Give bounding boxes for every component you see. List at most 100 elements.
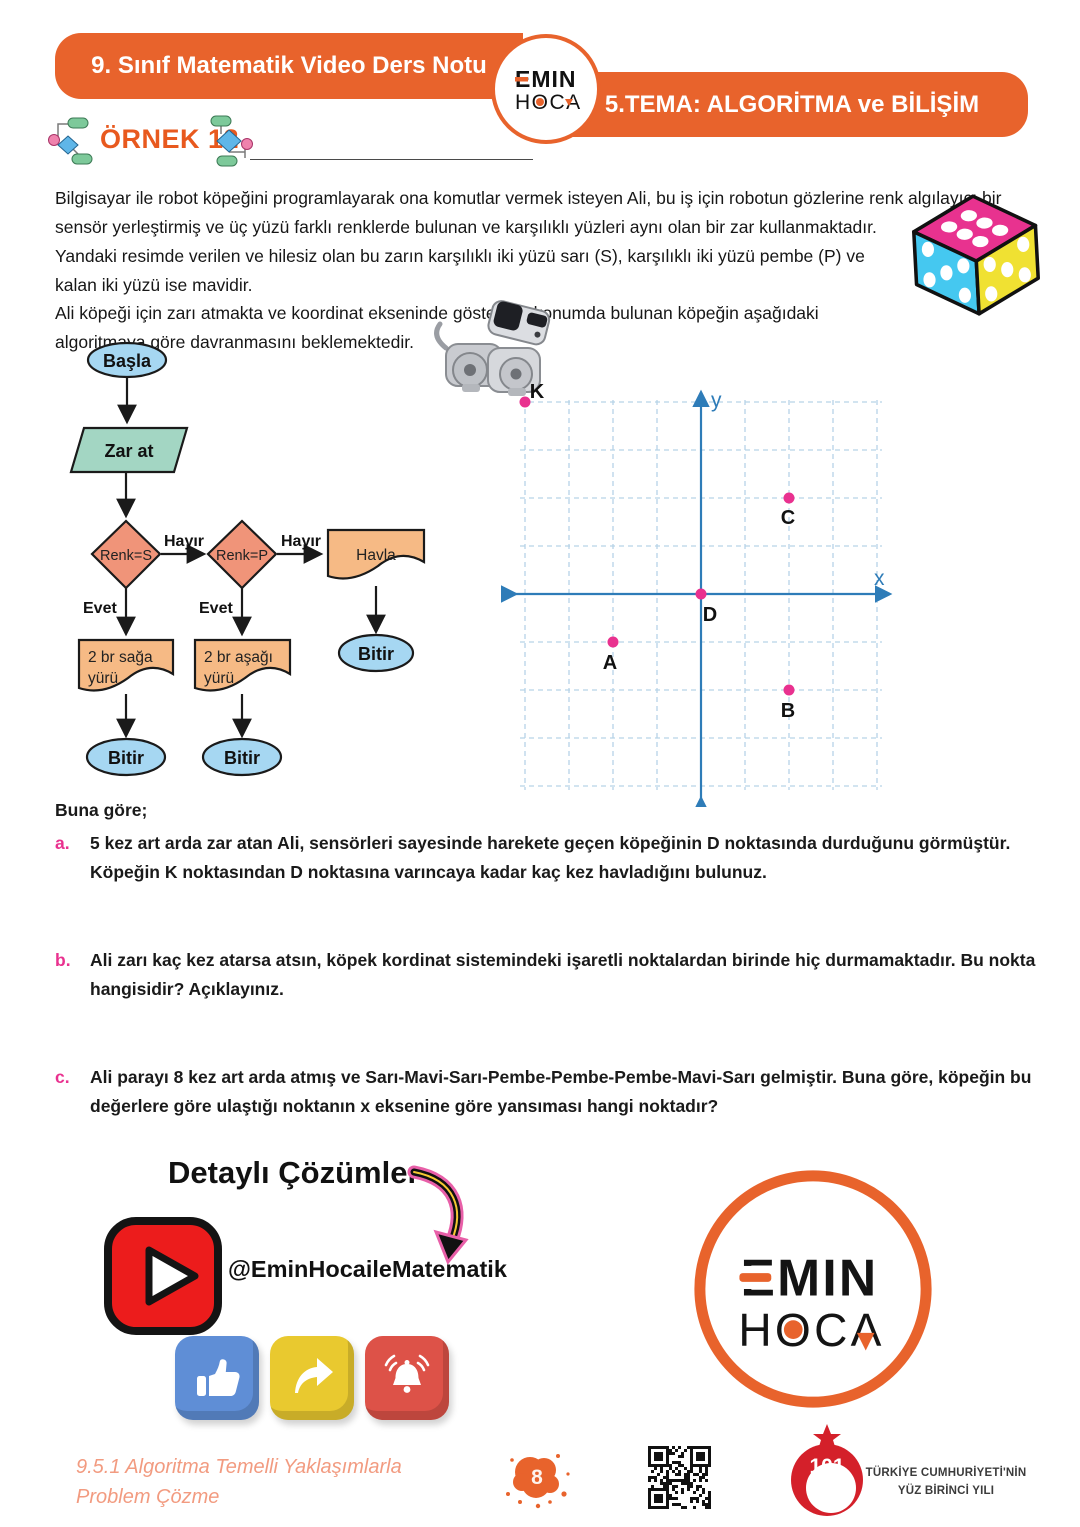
flow-bark-label: Havla	[356, 547, 396, 564]
brand-e-gap2	[739, 1281, 777, 1289]
flow-input-shape	[69, 426, 189, 474]
flow-input-label: Zar at	[104, 441, 153, 461]
robot-dog-image	[434, 300, 551, 396]
flow-start-shape	[86, 341, 168, 379]
brand-e-bar-small	[515, 77, 528, 82]
flow-decision1-shape	[90, 519, 162, 590]
algorithm-flowchart: Başla Zar at Renk=S Renk=P Hayır Hayır E…	[69, 341, 426, 777]
qr-code	[648, 1446, 711, 1509]
flow-end1-shape	[85, 737, 167, 777]
intro-paragraph-2: Yandaki resimde verilen ve hilesiz olan …	[55, 245, 865, 295]
page-number: 8	[531, 1466, 543, 1489]
brand-a-mark-small	[565, 99, 573, 106]
footer-section-line1: 9.5.1 Algoritma Temelli Yaklaşımlarla	[76, 1456, 402, 1478]
brand-e-bar-large	[739, 1273, 772, 1282]
point-D	[695, 588, 707, 600]
dice-image	[912, 194, 1040, 316]
brand-logo-small: EMIN HOCA	[491, 34, 601, 144]
solutions-title: Detaylı Çözümler	[168, 1155, 420, 1190]
point-B	[783, 684, 795, 696]
flow-move-down-line1: 2 br aşağı	[204, 649, 273, 666]
question-a-text: 5 kez art arda zar atan Ali, sensörleri …	[90, 833, 1011, 882]
thumbs-up-glyph	[197, 1359, 240, 1396]
centenary-line1: TÜRKİYE CUMHURİYETİ'NİN	[865, 1467, 1027, 1479]
centenary-text: TÜRKİYE CUMHURİYETİ'NİN YÜZ BİRİNCİ YILI	[856, 1464, 1036, 1500]
course-title: 9. Sınıf Matematik Video Ders Notu	[91, 52, 487, 79]
dice-dots	[921, 210, 1031, 303]
intro-paragraph-1: Bilgisayar ile robot köpeğini programlay…	[55, 187, 1002, 237]
centenary-logo: 101	[791, 1424, 863, 1516]
flow-start-label: Başla	[103, 351, 152, 371]
flowchart-deco-icon-right	[210, 115, 253, 167]
brand-o-dot-small	[536, 98, 544, 106]
question-b-text: Ali zarı kaç kez atarsa atsın, köpek kor…	[90, 950, 1036, 999]
flow-end2-label: Bitir	[224, 748, 260, 768]
flow-bark-shape	[326, 528, 426, 580]
social-icons-row	[175, 1336, 449, 1420]
flow-move-down-shape	[193, 638, 292, 692]
point-label-K: K	[530, 383, 545, 403]
footer-section-title: 9.5.1 Algoritma Temelli Yaklaşımlarla Pr…	[76, 1452, 402, 1512]
brand-logo-large: EMIN HOCA	[694, 1170, 932, 1408]
flow-no2-label: Hayır	[281, 533, 321, 550]
flow-move-right-line2: yürü	[88, 670, 118, 687]
brand-bottom-small: HOCA	[515, 91, 582, 114]
flow-end2-shape	[201, 737, 283, 777]
bell-glyph	[384, 1354, 430, 1393]
flow-decision2-shape	[206, 519, 278, 590]
y-axis-label: y	[711, 389, 722, 412]
flow-decision2-label: Renk=P	[216, 548, 268, 564]
question-c: c. Ali parayı 8 kez art arda atmış ve Sa…	[55, 1063, 1040, 1121]
brand-e-gap1	[739, 1265, 777, 1274]
like-icon[interactable]	[175, 1336, 259, 1420]
questions-lead: Buna göre;	[55, 800, 148, 820]
x-axis-label: x	[874, 567, 885, 590]
centenary-number: 101	[809, 1455, 844, 1478]
point-label-D: D	[703, 604, 717, 626]
page-number-splat: 8	[506, 1454, 570, 1509]
curved-arrow	[407, 1165, 469, 1265]
flow-yes2-label: Evet	[199, 600, 233, 617]
flow-no1-label: Hayır	[164, 533, 204, 550]
header-theme-bar: 5.TEMA: ALGORİTMA ve BİLİŞİM	[556, 72, 1028, 137]
question-b: b. Ali zarı kaç kez atarsa atsın, köpek …	[55, 946, 1040, 1004]
example-label: ÖRNEK 12	[100, 124, 240, 154]
youtube-play-icon[interactable]	[103, 1216, 223, 1336]
question-c-label: c.	[55, 1067, 70, 1087]
channel-handle[interactable]: @EminHocaileMatematik	[228, 1256, 507, 1282]
flow-end3-label: Bitir	[358, 644, 394, 664]
flow-decision1-label: Renk=S	[100, 548, 152, 564]
question-b-label: b.	[55, 950, 71, 970]
footer-section-line2: Problem Çözme	[76, 1486, 220, 1508]
centenary-star	[813, 1424, 841, 1450]
brand-logo-small-art: EMIN HOCA	[515, 66, 582, 114]
heading-underline	[250, 159, 533, 160]
flow-yes1-label: Evet	[83, 600, 117, 617]
share-arrow-glyph	[295, 1358, 333, 1393]
question-a: a. 5 kez art arda zar atan Ali, sensörle…	[55, 829, 1040, 887]
header-course-bar: 9. Sınıf Matematik Video Ders Notu	[55, 33, 523, 99]
centenary-line2: YÜZ BİRİNCİ YILI	[897, 1485, 995, 1497]
point-K	[519, 396, 531, 408]
flow-end3-shape	[337, 633, 415, 673]
flow-move-right-line1: 2 br sağa	[88, 649, 153, 666]
brand-a-mark-large	[856, 1332, 875, 1351]
brand-bottom-large: HOCA	[738, 1304, 884, 1356]
share-icon[interactable]	[270, 1336, 354, 1420]
theme-title: 5.TEMA: ALGORİTMA ve BİLİŞİM	[604, 90, 980, 118]
brand-o-dot-large	[783, 1320, 803, 1339]
question-a-label: a.	[55, 833, 70, 853]
point-label-A: A	[603, 652, 617, 674]
flowchart-deco-icon-left	[48, 117, 93, 165]
bell-icon[interactable]	[365, 1336, 449, 1420]
point-label-B: B	[781, 700, 795, 722]
point-C	[783, 492, 795, 504]
flow-end1-label: Bitir	[108, 748, 144, 768]
flow-move-down-line2: yürü	[204, 670, 234, 687]
flow-move-right-shape	[77, 638, 175, 692]
question-c-text: Ali parayı 8 kez art arda atmış ve Sarı-…	[90, 1067, 1032, 1116]
point-A	[607, 636, 619, 648]
